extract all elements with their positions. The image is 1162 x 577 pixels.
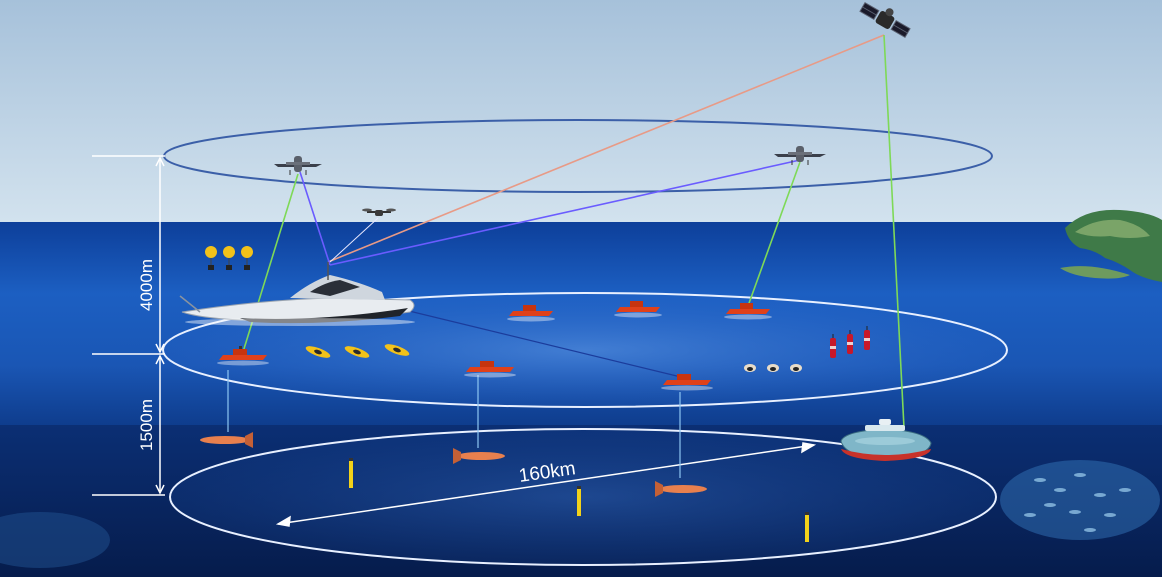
submersible-icon	[840, 419, 932, 461]
link-satellite-submersible	[883, 34, 905, 429]
quadcopter-drone-icon	[362, 208, 396, 216]
link-aircraft-right-ship	[329, 159, 801, 266]
range-arrow	[275, 442, 817, 527]
underwater-glider-icon	[200, 432, 253, 448]
sensor-group	[349, 458, 809, 542]
surface-layer-ring	[162, 292, 1008, 408]
balloon-group	[205, 246, 253, 270]
yellow-kayak-icon	[344, 346, 370, 358]
sensor-probe-icon	[349, 458, 353, 488]
balloon-icon	[205, 246, 217, 270]
buoy-icon	[830, 334, 836, 358]
surface-float-icon	[790, 364, 802, 372]
yellow-kayak-icon	[305, 346, 331, 358]
glider-group	[200, 432, 707, 497]
unmanned-surface-vessel-icon	[507, 305, 555, 322]
sky	[0, 0, 1162, 222]
unmanned-surface-vessel-icon	[217, 346, 269, 366]
kayak-group	[305, 344, 410, 358]
altitude-dimension	[92, 155, 165, 496]
usv-group	[217, 301, 772, 391]
surface-float-icon	[767, 364, 779, 372]
link-drone-ship	[329, 217, 379, 263]
underwater-glider-icon	[453, 448, 505, 464]
link-satellite-ship	[327, 34, 885, 263]
fish-school	[1024, 473, 1131, 532]
buoy-group	[830, 326, 870, 358]
satellite-icon	[859, 1, 911, 39]
link-aircraft-left-usv	[242, 173, 299, 353]
mother-ship-icon	[179, 262, 415, 326]
uav-aircraft-icon	[274, 156, 322, 175]
unmanned-surface-vessel-icon	[661, 374, 713, 391]
balloon-icon	[223, 246, 235, 270]
link-ship-usv	[404, 309, 686, 379]
yellow-kayak-icon	[384, 344, 410, 356]
underwater-glider-icon	[655, 481, 707, 497]
surface-float-icon	[744, 364, 756, 372]
unmanned-surface-vessel-icon	[464, 361, 516, 378]
depth-label: 1500m	[137, 399, 156, 451]
communication-links	[227, 34, 905, 478]
unmanned-surface-vessel-icon	[614, 301, 662, 318]
buoy-icon	[864, 326, 870, 350]
uav-aircraft-icon	[774, 146, 826, 165]
balloon-icon	[241, 246, 253, 270]
buoy-icon	[847, 330, 853, 354]
underwater-layer-ring	[169, 428, 997, 566]
sensor-probe-icon	[805, 512, 809, 542]
sensor-probe-icon	[577, 486, 581, 516]
altitude-label: 4000m	[137, 259, 156, 311]
link-aircraft-left-ship	[299, 171, 331, 266]
island	[1060, 209, 1162, 282]
float-group	[744, 364, 802, 372]
link-aircraft-right-usv	[747, 161, 801, 307]
unmanned-surface-vessel-icon	[724, 303, 772, 320]
